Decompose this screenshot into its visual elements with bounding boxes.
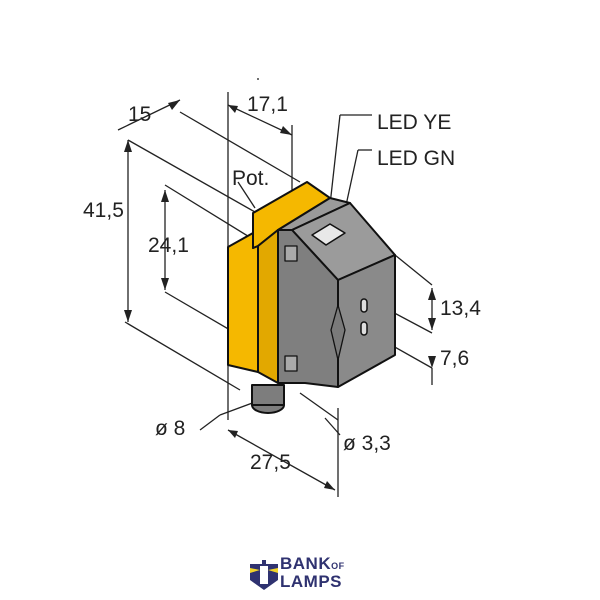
dim-dia-3-3: ø 3,3 xyxy=(343,432,391,455)
logo-of: OF xyxy=(331,561,345,571)
dim-13-4: 13,4 xyxy=(440,297,481,320)
label-led-ye: LED YE xyxy=(377,111,452,134)
dim-24-1: 24,1 xyxy=(148,234,189,257)
arrowheads xyxy=(124,100,436,490)
lighthouse-icon xyxy=(250,560,278,590)
logo-line1: BANK xyxy=(280,554,332,573)
dim-41-5: 41,5 xyxy=(83,199,124,222)
label-led-gn: LED GN xyxy=(377,147,456,170)
yellow-side-panel xyxy=(227,232,259,373)
dim-15: 15 xyxy=(128,103,152,126)
dim-27-5: 27,5 xyxy=(250,451,291,474)
bank-of-lamps-logo: BANKOF LAMPS xyxy=(250,554,350,592)
dimension-lines xyxy=(117,78,433,497)
dim-dia-8: ø 8 xyxy=(155,417,186,440)
led-window xyxy=(311,223,346,246)
dim-7-6: 7,6 xyxy=(440,347,470,370)
dim-17-1: 17,1 xyxy=(247,93,288,116)
optic-hole-2 xyxy=(360,321,368,336)
logo-line2: LAMPS xyxy=(280,572,342,591)
optic-hole-1 xyxy=(360,298,368,313)
mounting-hole-top xyxy=(284,245,298,262)
label-pot: Pot. xyxy=(232,167,270,190)
mounting-hole-bottom xyxy=(284,355,298,372)
sensor-housing xyxy=(227,181,396,414)
